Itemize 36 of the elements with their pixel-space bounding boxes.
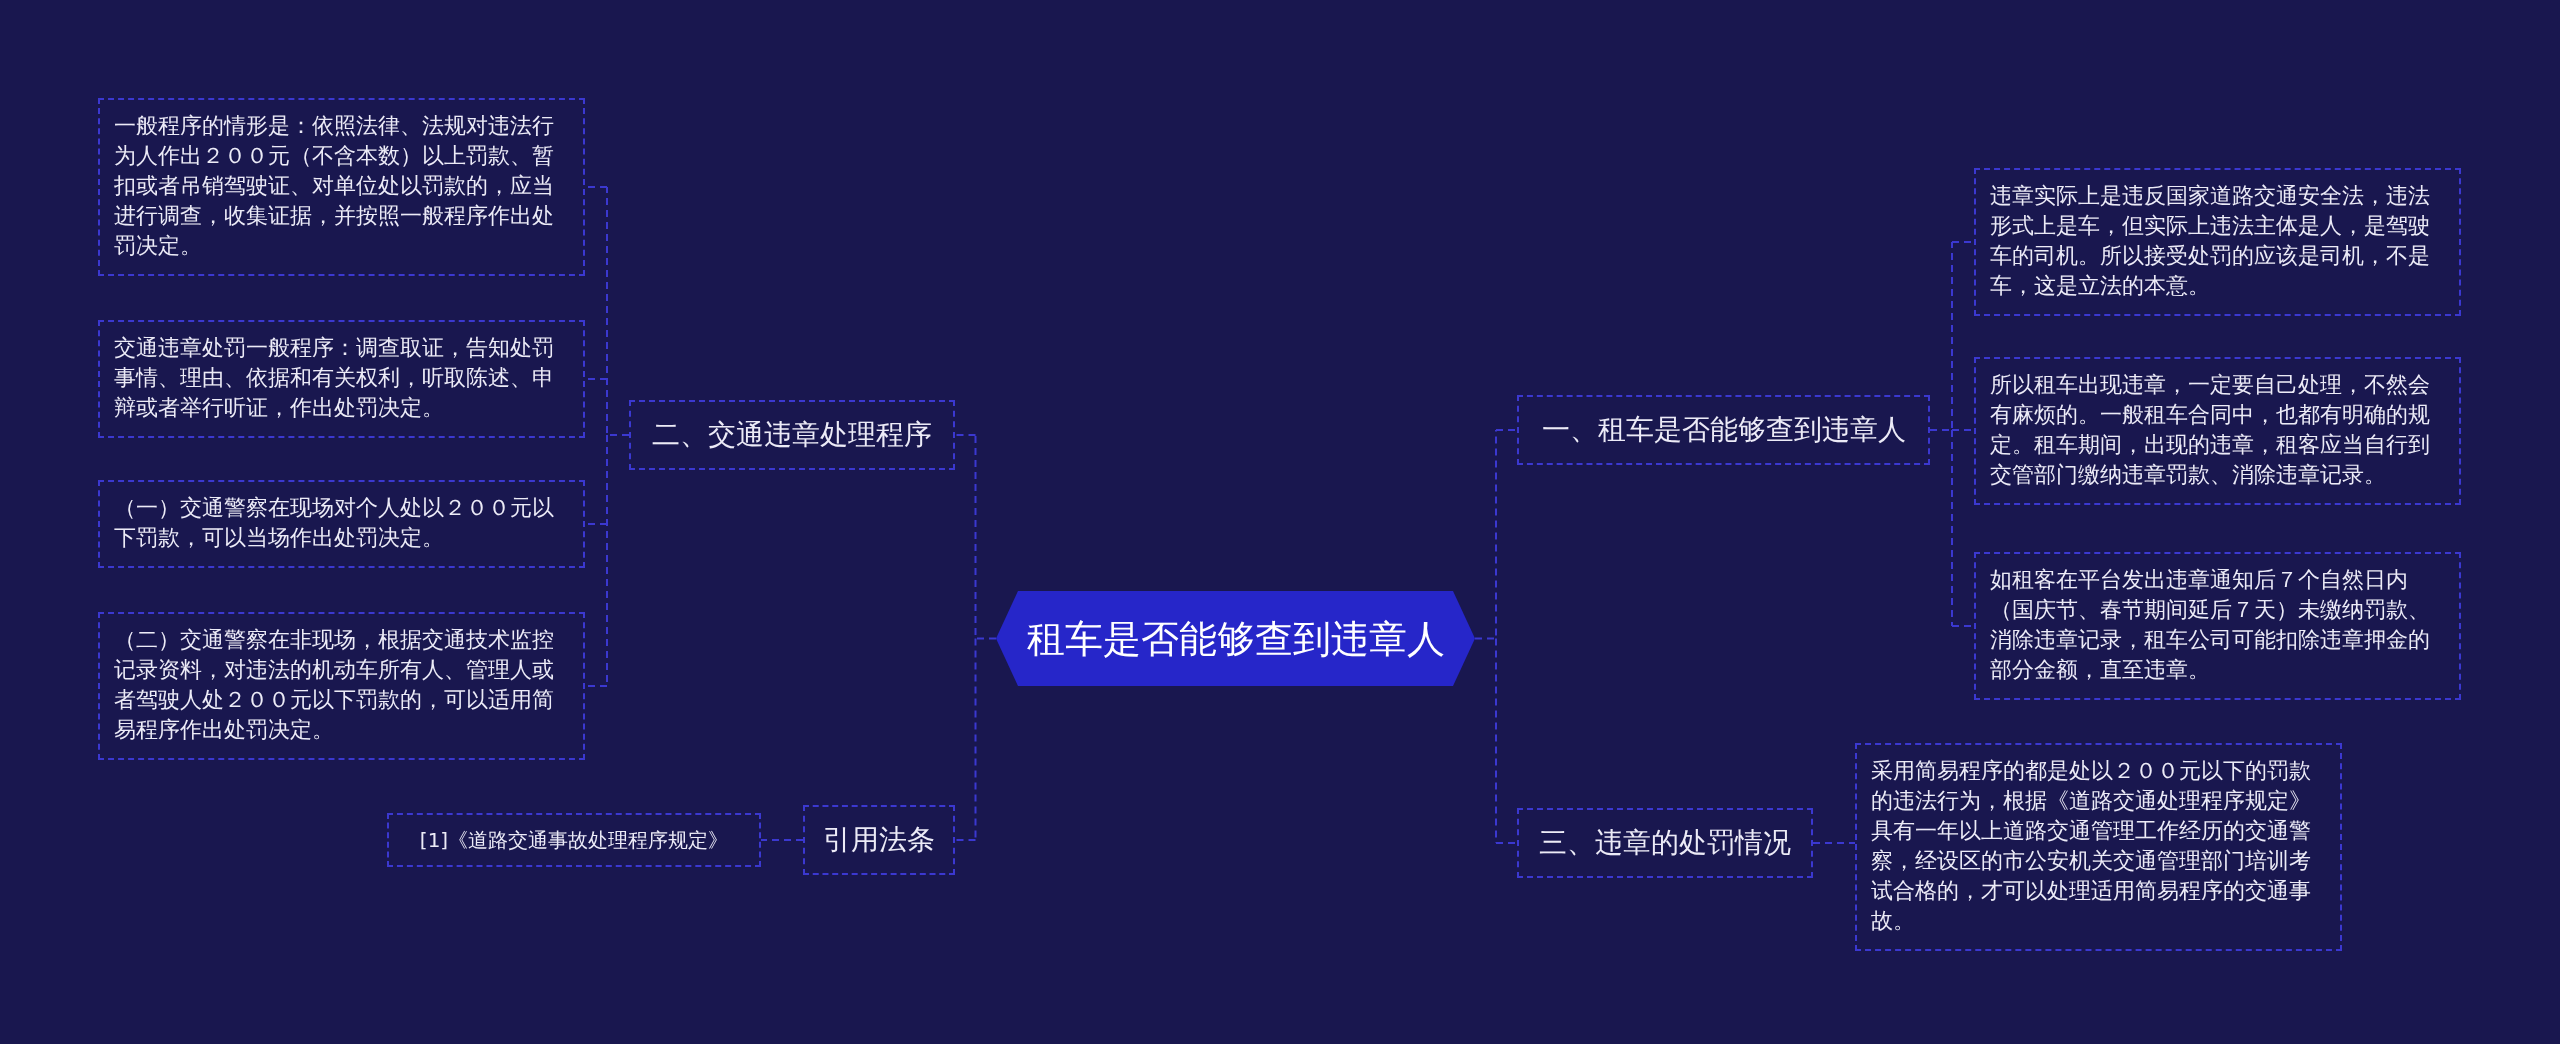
connector-line xyxy=(1495,842,1518,844)
detail-note xyxy=(98,480,585,568)
central-topic-text: 租车是否能够查到违章人 xyxy=(1026,615,1445,662)
detail-note xyxy=(1974,168,2461,316)
note-text: 交通违章处罚一般程序：调查取证，告知处罚事情、理由、依据和有关权利，听取陈述、申辩或者举行听证，作出处罚决定。 xyxy=(114,334,555,422)
detail-note xyxy=(98,98,585,276)
note-text: 违章实际上是违反国家道路交通安全法，违法形式上是车，但实际上违法主体是人，是驾驶车的司机。所以接受处罚的应该是司机，不是车，这是立法的本意。 xyxy=(1990,182,2431,300)
connector-line xyxy=(1495,429,1518,431)
citation-note xyxy=(387,813,761,867)
connector-line xyxy=(760,839,804,841)
branch-label: 二、交通违章处理程序 xyxy=(651,417,933,453)
branch-topic xyxy=(1517,395,1930,465)
note-text: 如租客在平台发出违章通知后７个自然日内（国庆节、春节期间延后７天）未缴纳罚款、消除违章记录，租车公司可能扣除违章押金的部分金额，直至违章。 xyxy=(1990,566,2431,684)
connector-line xyxy=(1812,842,1856,844)
branch-topic xyxy=(803,805,955,875)
detail-note xyxy=(98,320,585,438)
connector-line xyxy=(954,839,977,841)
citation-text: [1]《道路交通事故处理程序规定》 xyxy=(418,827,730,853)
branch-topic xyxy=(629,400,955,470)
note-text: 一般程序的情形是：依照法律、法规对违法行为人作出２００元（不含本数）以上罚款、暂扣或者吊销驾驶证、对单位处以罚款的，应当进行调查，收集证据，并按照一般程序作出处罚决定。 xyxy=(114,112,555,260)
connector-line xyxy=(954,434,977,436)
detail-note xyxy=(1855,743,2342,951)
detail-note xyxy=(1974,357,2461,505)
branch-label: 三、违章的处罚情况 xyxy=(1538,825,1792,861)
note-text: 所以租车出现违章，一定要自己处理，不然会有麻烦的。一般租车合同中，也都有明确的规定。租车期间，出现的违章，租客应当自行到交管部门缴纳违章罚款、消除违章记录。 xyxy=(1990,371,2431,489)
note-text: （二）交通警察在非现场，根据交通技术监控记录资料，对违法的机动车所有人、管理人或者驾驶人处２００元以下罚款的，可以适用简易程序作出处罚决定。 xyxy=(114,626,555,744)
note-text: （一）交通警察在现场对个人处以２００元以下罚款，可以当场作出处罚决定。 xyxy=(114,494,555,552)
detail-note xyxy=(1974,552,2461,700)
branch-label: 一、租车是否能够查到违章人 xyxy=(1540,412,1907,448)
branch-label: 引用法条 xyxy=(822,822,936,858)
connector-trunk xyxy=(974,434,997,841)
connector-trunk xyxy=(1929,241,1953,627)
central-topic-hexagon xyxy=(996,591,1475,686)
note-text: 采用简易程序的都是处以２００元以下的罚款的违法行为，根据《道路交通处理程序规定》具有一年以上道路交通管理工作经历的交通警察，经设区的市公安机关交通管理部门培训考试合格的，才可以处理适用简易程序的交通事故。 xyxy=(1871,757,2312,935)
branch-topic xyxy=(1517,808,1813,878)
detail-note xyxy=(98,612,585,760)
